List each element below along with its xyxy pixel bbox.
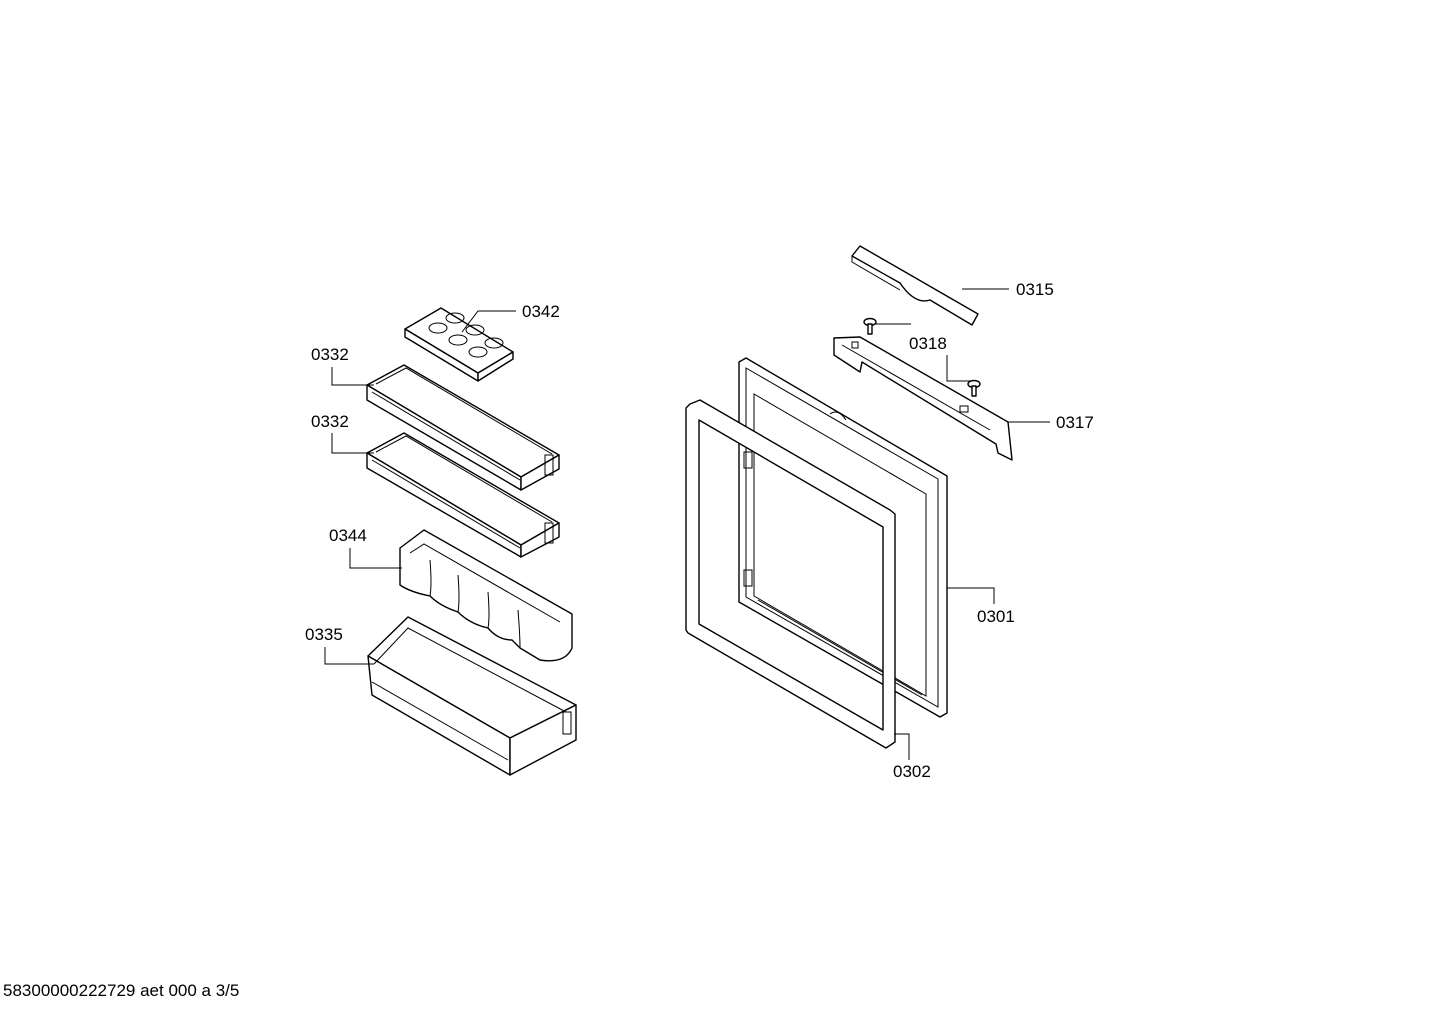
bottle-holder-drawing bbox=[399, 529, 573, 662]
egg-tray-drawing bbox=[404, 307, 514, 382]
label-door-seal: 0302 bbox=[893, 762, 931, 781]
door-seal-drawing bbox=[685, 399, 896, 749]
label-door: 0301 bbox=[977, 607, 1015, 626]
label-bottle-holder: 0344 bbox=[329, 526, 367, 545]
label-cover-strip: 0315 bbox=[1016, 280, 1054, 299]
leader-lines bbox=[324, 288, 1050, 760]
drawing-reference-footer: 58300000222729 aet 000 a 3/5 bbox=[3, 981, 240, 1000]
door-shelf-upper-drawing bbox=[366, 364, 560, 491]
door-drawing bbox=[738, 357, 948, 718]
label-door-shelf-upper: 0332 bbox=[311, 345, 349, 364]
part-labels: 0342 0332 0332 0344 0335 0315 0318 0317 … bbox=[305, 280, 1094, 781]
label-screw: 0318 bbox=[909, 334, 947, 353]
hinge-bracket-drawing bbox=[833, 336, 1013, 461]
cover-strip-drawing bbox=[851, 245, 979, 326]
bottle-shelf-drawing bbox=[367, 616, 577, 776]
screw-drawings bbox=[863, 317, 981, 397]
label-door-shelf-lower: 0332 bbox=[311, 412, 349, 431]
label-egg-tray: 0342 bbox=[522, 302, 560, 321]
door-shelf-lower-drawing bbox=[366, 432, 560, 558]
label-hinge-bracket: 0317 bbox=[1056, 413, 1094, 432]
label-bottle-shelf: 0335 bbox=[305, 625, 343, 644]
